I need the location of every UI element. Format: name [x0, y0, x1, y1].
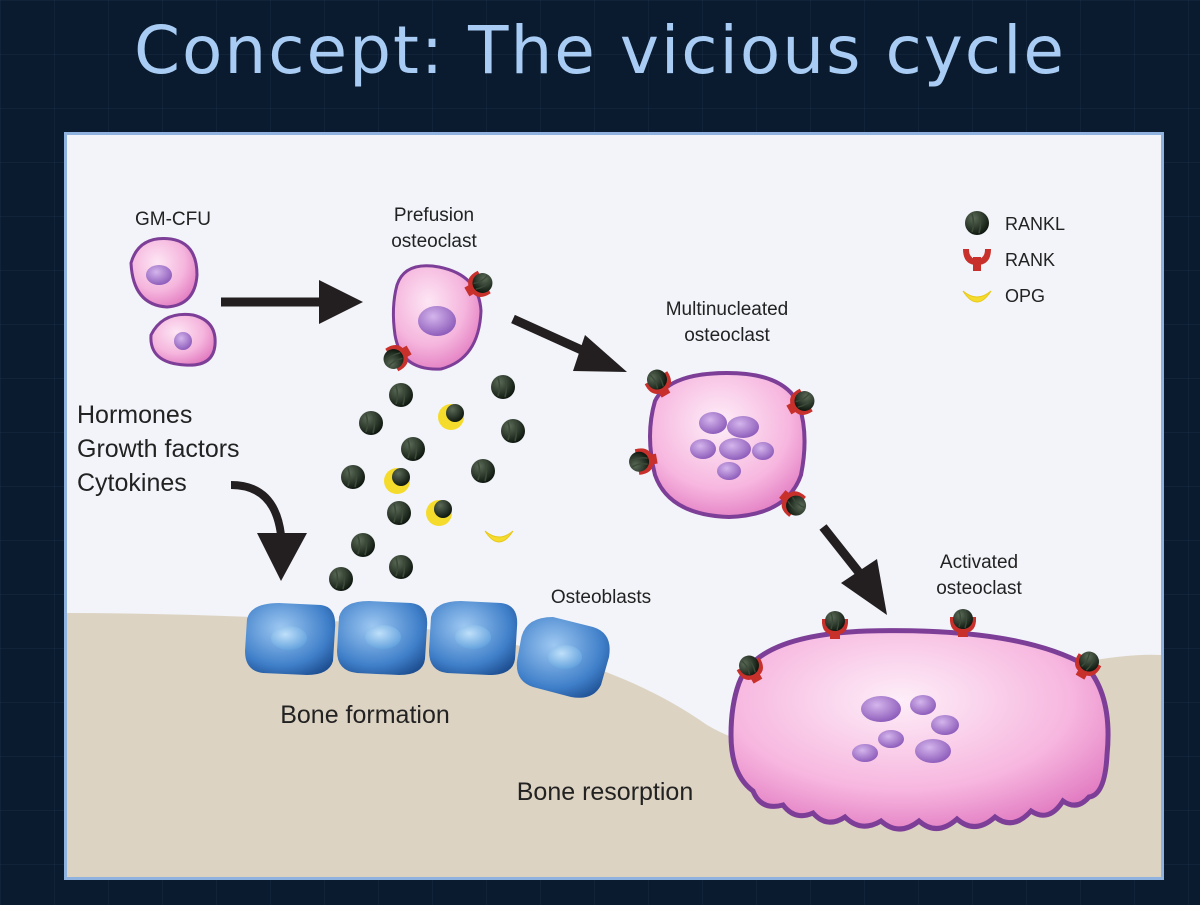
arrow-to-multinucleated: [511, 314, 627, 372]
factors-growth-factors: Growth factors: [77, 435, 240, 463]
gm-cfu-cell-1: [129, 237, 199, 309]
rank-icon: [963, 249, 991, 271]
osteoblasts-label: Osteoblasts: [551, 587, 651, 608]
rankl-icon: [964, 210, 990, 236]
signaling-molecules: [328, 374, 526, 592]
arrow-to-prefusion: [221, 280, 363, 324]
multinucleated-label-line1: Multinucleated: [666, 299, 789, 320]
activated-label-line1: Activated: [940, 552, 1018, 573]
vicious-cycle-diagram: GM-CFU Prefusion osteoclast Multinucleat…: [67, 205, 1161, 877]
legend-rankl-label: RANKL: [1005, 214, 1065, 234]
factors-cytokines: Cytokines: [77, 469, 187, 497]
diagram-panel: GM-CFU Prefusion osteoclast Multinucleat…: [64, 132, 1164, 880]
arrow-factors-to-osteoblasts: [230, 481, 307, 581]
activated-label-line2: osteoclast: [936, 578, 1022, 599]
multinucleated-osteoclast: [626, 363, 821, 523]
osteoblast-cell: [337, 601, 428, 675]
prefusion-label-line2: osteoclast: [391, 231, 477, 252]
osteoblast-cell: [429, 601, 518, 675]
arrow-to-activated: [819, 524, 887, 615]
gm-cfu-cell-2: [149, 312, 217, 367]
osteoblast-cell: [245, 603, 336, 675]
prefusion-label-line1: Prefusion: [394, 205, 474, 226]
bone-formation-label: Bone formation: [280, 701, 450, 729]
legend-rank-label: RANK: [1005, 250, 1055, 270]
osteoblast-cell: [516, 617, 610, 698]
activated-osteoclast: [728, 608, 1111, 832]
multinucleated-label-line2: osteoclast: [684, 325, 770, 346]
slide-title: Concept: The vicious cycle: [133, 12, 1067, 89]
opg-icon: [962, 290, 992, 303]
legend-opg-label: OPG: [1005, 286, 1045, 306]
gm-cfu-label: GM-CFU: [135, 209, 211, 230]
factors-hormones: Hormones: [77, 401, 192, 429]
prefusion-osteoclast: [377, 264, 499, 377]
bone-resorption-label: Bone resorption: [517, 778, 694, 806]
osteoblast-row: [245, 601, 610, 698]
legend: RANKL RANK OPG: [962, 210, 1065, 306]
